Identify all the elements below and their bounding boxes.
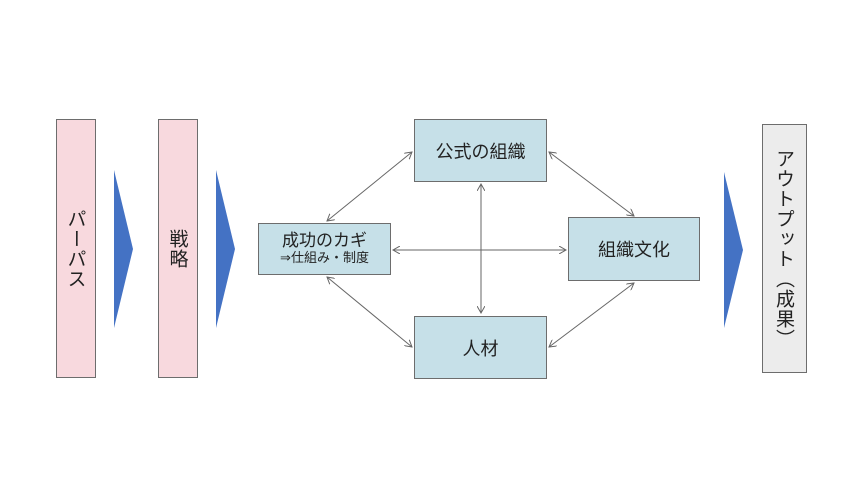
culture-label: 組織文化 xyxy=(598,240,670,261)
output-box: アウトプット（成果） xyxy=(762,124,807,373)
key-title: 成功のカギ xyxy=(282,231,367,251)
strategy-label: 戦略 xyxy=(166,228,189,269)
key-subtitle: ⇒仕組み・制度 xyxy=(280,251,369,267)
formal-org-box: 公式の組織 xyxy=(414,119,547,182)
strategy-box: 戦略 xyxy=(158,119,198,378)
link-culture-people xyxy=(549,283,634,347)
link-formal-key xyxy=(327,152,412,221)
people-box: 人材 xyxy=(414,316,547,379)
link-formal-culture xyxy=(549,152,634,216)
flow-arrow-3 xyxy=(724,172,743,328)
formal-org-label: 公式の組織 xyxy=(435,141,526,163)
culture-box: 組織文化 xyxy=(568,217,700,281)
purpose-label: パーパス xyxy=(64,208,87,289)
flow-arrow-1 xyxy=(114,170,133,328)
output-label: アウトプット（成果） xyxy=(773,148,795,349)
flow-arrow-2 xyxy=(216,170,235,328)
key-box: 成功のカギ ⇒仕組み・制度 xyxy=(258,223,391,275)
people-label: 人材 xyxy=(462,338,499,360)
purpose-box: パーパス xyxy=(56,119,96,378)
link-key-people xyxy=(327,277,412,347)
